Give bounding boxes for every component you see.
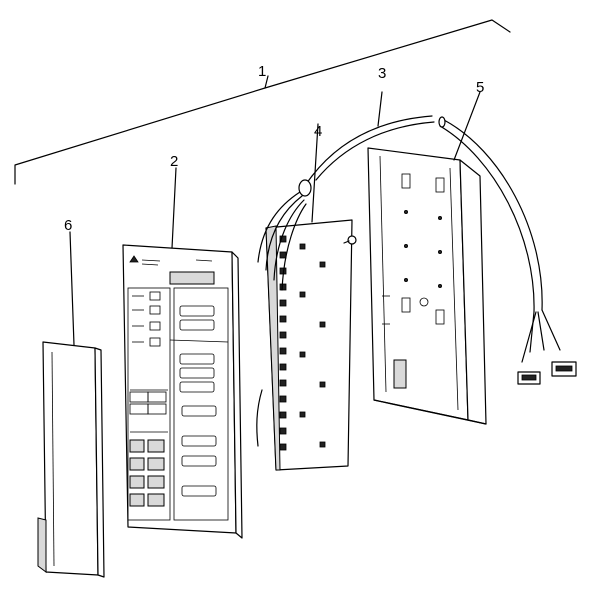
callout-5: 5 bbox=[476, 79, 484, 96]
callout-6: 6 bbox=[64, 217, 72, 234]
cable-end-connectors bbox=[517, 309, 577, 385]
right-key-column bbox=[169, 287, 229, 521]
part-4-circuit-board bbox=[256, 123, 357, 471]
callout-4: 4 bbox=[314, 123, 322, 140]
callout-1: 1 bbox=[258, 63, 266, 80]
callout-3: 3 bbox=[378, 65, 386, 82]
housing-features bbox=[382, 173, 445, 389]
brand-logo-mark bbox=[129, 255, 161, 266]
display-window bbox=[169, 271, 215, 285]
part-6-cover-panel bbox=[37, 231, 105, 578]
part-3-cable bbox=[311, 91, 577, 385]
callout-2: 2 bbox=[170, 153, 178, 170]
assembly-bracket bbox=[14, 19, 511, 185]
part-5-back-housing bbox=[367, 91, 487, 425]
connector-pins bbox=[279, 235, 326, 451]
wire-harness bbox=[256, 175, 313, 447]
left-button-column bbox=[127, 287, 171, 521]
part-2-control-faceplate bbox=[122, 167, 243, 539]
screw bbox=[343, 235, 357, 245]
